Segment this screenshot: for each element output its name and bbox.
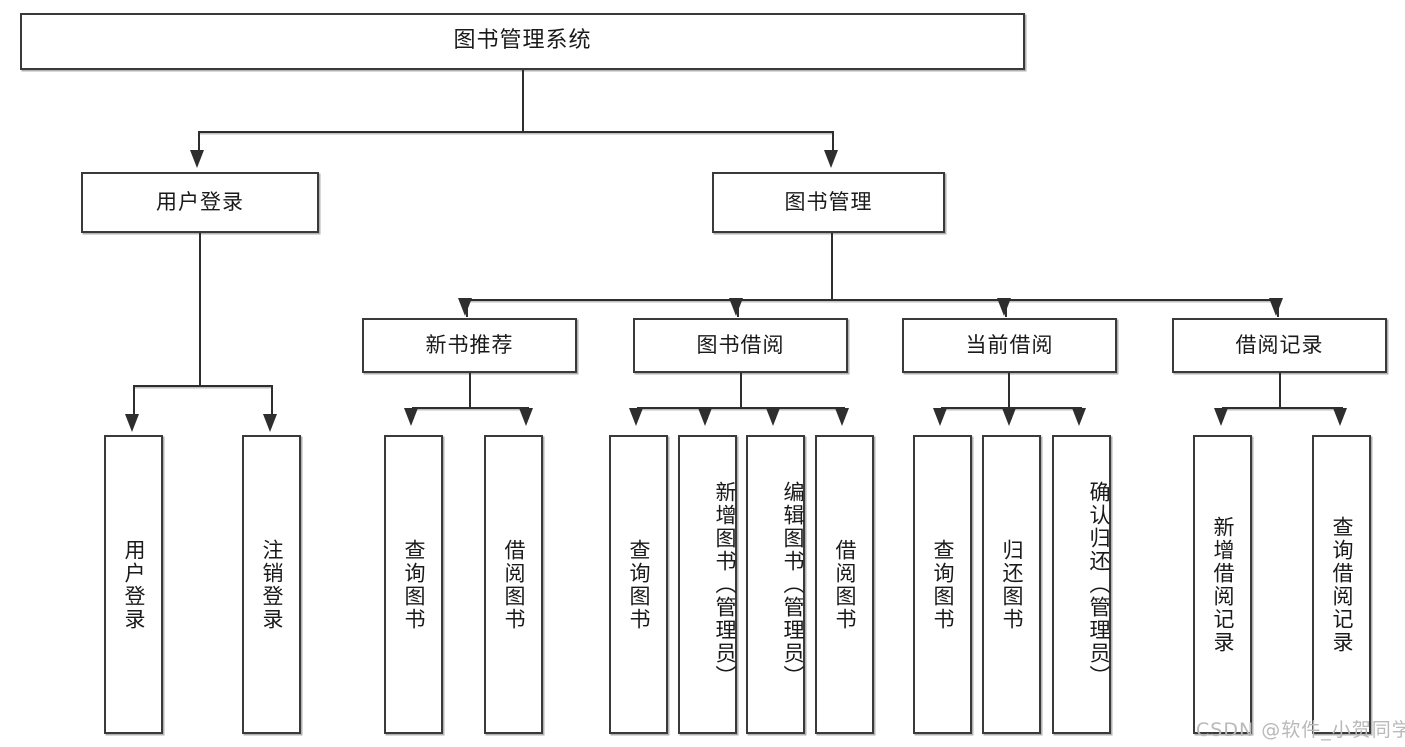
arrowhead-bookmgmt-l3-3 — [1269, 298, 1283, 316]
leaf-borrow-edit-book-admin[interactable]: 编辑图书（管理员） — [746, 435, 805, 734]
node-label: 用户登录 — [156, 189, 244, 214]
arrowhead-borrow-leaf-2 — [766, 408, 780, 426]
node-book-borrow[interactable]: 图书借阅 — [633, 318, 848, 373]
node-label: 新增图书（管理员） — [713, 481, 737, 688]
leaf-records-query-record[interactable]: 查询借阅记录 — [1312, 435, 1371, 734]
leaf-borrow-add-book-admin[interactable]: 新增图书（管理员） — [678, 435, 737, 734]
leaf-borrow-query-books[interactable]: 查询图书 — [609, 435, 668, 734]
arrowhead-current-leaf-0 — [933, 408, 947, 426]
node-label: 图书管理系统 — [453, 28, 592, 54]
node-label: 注销登录 — [260, 538, 284, 631]
connector-login-to-leaf-0 — [133, 385, 135, 417]
connector-current-stem — [1008, 373, 1010, 408]
node-label: 查询图书 — [402, 538, 426, 631]
node-new-book-recommend[interactable]: 新书推荐 — [362, 318, 577, 373]
leaf-newbook-borrow-books[interactable]: 借阅图书 — [484, 435, 543, 734]
connector-bookmgmt-stem — [831, 233, 833, 300]
arrowhead-newbook-leaf-0 — [404, 408, 418, 426]
arrowhead-records-leaf-1 — [1333, 408, 1347, 426]
node-label: 图书借阅 — [696, 332, 785, 357]
arrowhead-borrow-leaf-3 — [835, 408, 849, 426]
connector-root-to-bookmgmt — [832, 131, 834, 153]
arrowhead-bookmgmt-l3-2 — [997, 298, 1011, 316]
connector-records-bus — [1222, 407, 1341, 409]
arrowhead-root-to-login — [190, 150, 204, 168]
node-label: 借阅记录 — [1235, 332, 1324, 357]
arrowhead-current-leaf-2 — [1072, 408, 1086, 426]
node-label: 新书推荐 — [425, 332, 514, 357]
connector-newbook-stem — [469, 373, 471, 408]
node-label: 查询图书 — [627, 538, 651, 631]
connector-login-to-leaf-1 — [271, 385, 273, 417]
node-label: 借阅图书 — [502, 538, 526, 631]
leaf-logout[interactable]: 注销登录 — [242, 435, 301, 734]
connector-bookmgmt-bus — [466, 299, 1278, 301]
arrowhead-borrow-leaf-1 — [698, 408, 712, 426]
node-borrow-records[interactable]: 借阅记录 — [1172, 318, 1387, 373]
leaf-current-return-books[interactable]: 归还图书 — [982, 435, 1041, 734]
leaf-records-add-record[interactable]: 新增借阅记录 — [1193, 435, 1252, 734]
connector-borrow-bus — [637, 407, 843, 409]
connector-newbook-bus — [412, 407, 527, 409]
node-label: 归还图书 — [1000, 538, 1024, 631]
arrowhead-login-leaf-1 — [263, 414, 277, 432]
node-book-management[interactable]: 图书管理 — [712, 172, 945, 233]
leaf-current-confirm-return-admin[interactable]: 确认归还（管理员） — [1052, 435, 1111, 734]
arrowhead-borrow-leaf-0 — [629, 408, 643, 426]
connector-login-stem — [199, 233, 201, 386]
connector-records-stem — [1279, 373, 1281, 408]
leaf-borrow-borrow-books[interactable]: 借阅图书 — [815, 435, 874, 734]
node-label: 图书管理 — [784, 189, 873, 214]
leaf-current-query-books[interactable]: 查询图书 — [913, 435, 972, 734]
connector-borrow-stem — [740, 373, 742, 408]
leaf-user-login[interactable]: 用户登录 — [104, 435, 163, 734]
connector-root-bus — [198, 131, 834, 133]
arrowhead-bookmgmt-l3-0 — [458, 298, 472, 316]
connector-root-to-login — [198, 131, 200, 153]
node-label: 用户登录 — [122, 538, 146, 631]
node-label: 查询借阅记录 — [1330, 515, 1354, 654]
node-root-system[interactable]: 图书管理系统 — [20, 13, 1025, 70]
node-current-borrow[interactable]: 当前借阅 — [902, 318, 1117, 373]
leaf-newbook-query-books[interactable]: 查询图书 — [384, 435, 443, 734]
arrowhead-login-leaf-0 — [125, 414, 139, 432]
node-label: 新增借阅记录 — [1211, 515, 1235, 654]
node-label: 借阅图书 — [833, 538, 857, 631]
arrowhead-bookmgmt-l3-1 — [729, 298, 743, 316]
node-label: 确认归还（管理员） — [1087, 481, 1111, 688]
arrowhead-records-leaf-0 — [1214, 408, 1228, 426]
arrowhead-current-leaf-1 — [1002, 408, 1016, 426]
connector-login-bus — [133, 385, 271, 387]
connector-root-stem — [522, 70, 524, 132]
node-label: 查询图书 — [931, 538, 955, 631]
arrowhead-root-to-bookmgmt — [824, 150, 838, 168]
node-label: 当前借阅 — [965, 332, 1054, 357]
node-label: 编辑图书（管理员） — [781, 481, 805, 688]
csdn-watermark: CSDN @软件_小贺同学 — [1196, 719, 1405, 741]
node-user-login[interactable]: 用户登录 — [81, 172, 319, 233]
arrowhead-newbook-leaf-1 — [519, 408, 533, 426]
